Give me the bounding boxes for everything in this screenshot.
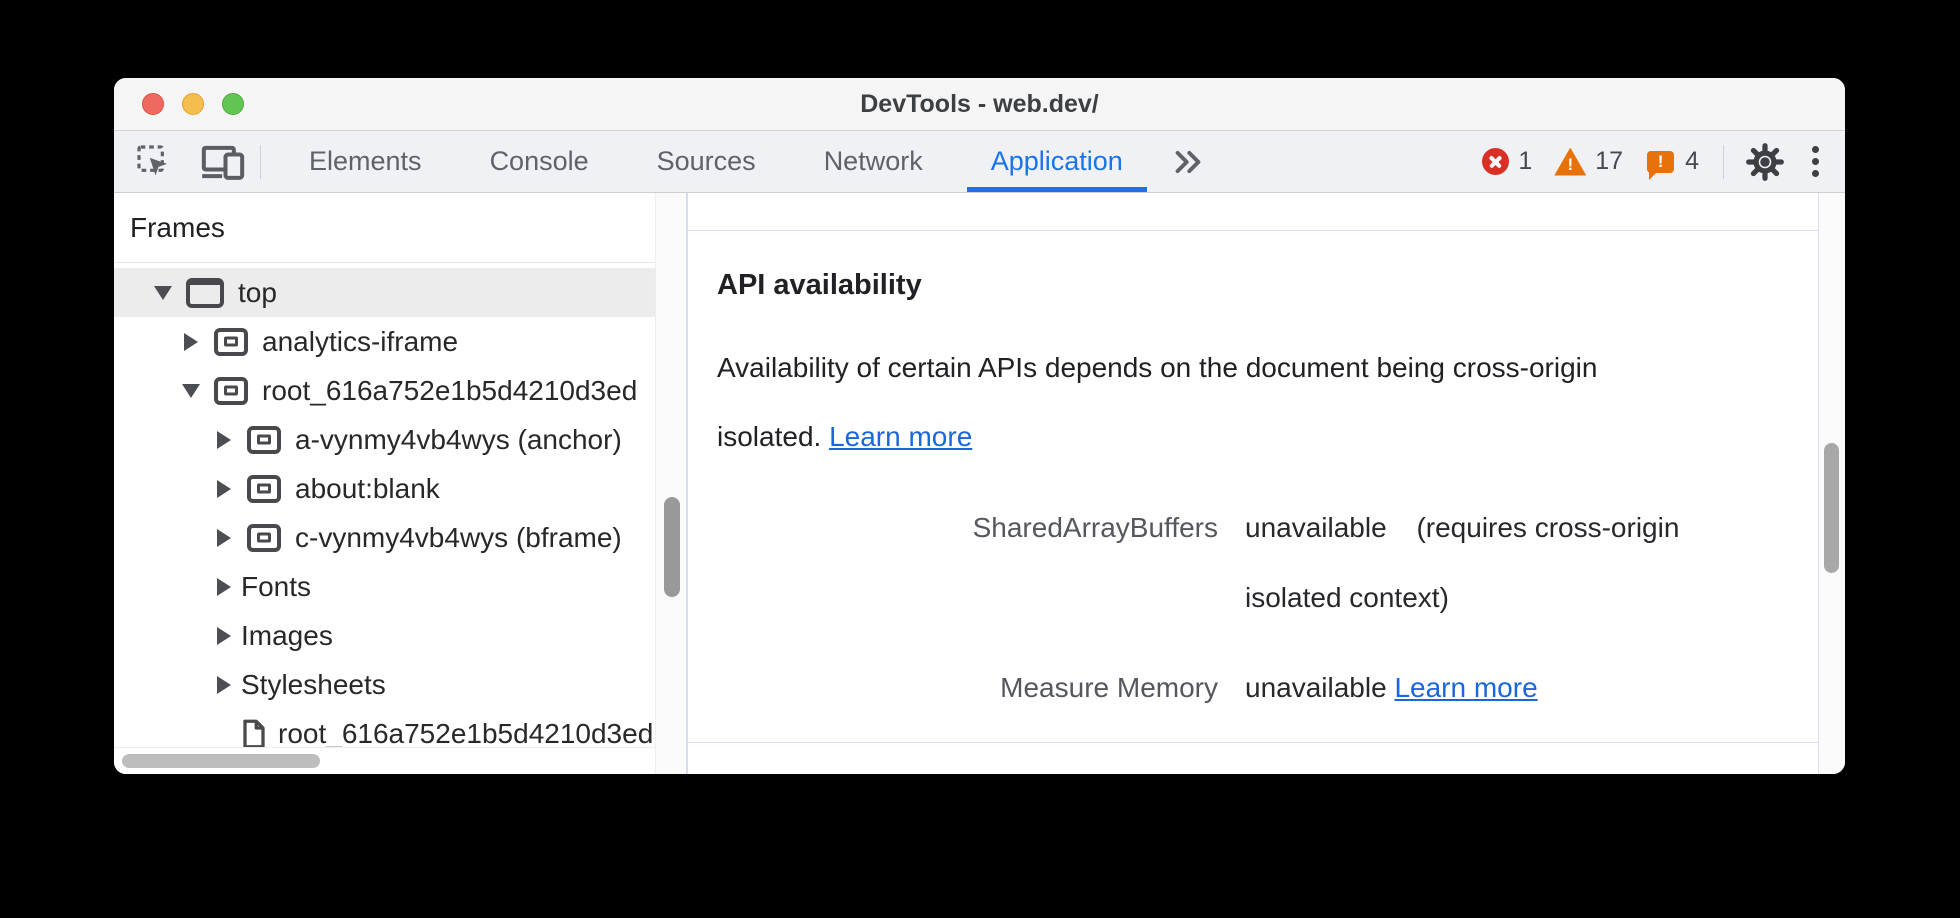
device-toolbar-icon[interactable] xyxy=(200,142,246,182)
chevron-down-icon[interactable] xyxy=(182,383,200,398)
api-row-value: unavailable Learn more xyxy=(1245,671,1538,705)
tree-row-label: about:blank xyxy=(295,472,440,504)
application-panel-content: API availability Availability of certain… xyxy=(688,193,1818,774)
tree-row-stylesheets[interactable]: Stylesheets xyxy=(114,660,655,709)
frame-icon xyxy=(186,277,224,308)
tree-row-label: analytics-iframe xyxy=(262,325,459,357)
tree-row-top[interactable]: top xyxy=(114,268,655,317)
tab-application[interactable]: Application xyxy=(957,131,1157,192)
content-right-border xyxy=(1818,193,1819,774)
description-line-1: Availability of certain APIs depends on … xyxy=(717,352,1598,383)
devtools-window: DevTools - web.dev/ Elements Console xyxy=(114,78,1845,774)
frames-sidebar: Frames top analytics-iframe root_616a752… xyxy=(114,193,655,774)
tree-row-about-blank[interactable]: about:blank xyxy=(114,464,655,513)
tab-console[interactable]: Console xyxy=(489,146,589,176)
iframe-icon xyxy=(214,327,248,356)
tree-row-anchor-frame[interactable]: a-vynmy4vb4wys (anchor) xyxy=(114,415,655,464)
error-icon[interactable] xyxy=(1482,148,1510,175)
warning-count[interactable]: 17 xyxy=(1595,147,1624,175)
devtools-toolbar: Elements Console Sources Network Applica… xyxy=(114,131,1845,193)
description-line-2: isolated. Learn more xyxy=(717,420,972,454)
close-window-button[interactable] xyxy=(142,93,164,115)
tree-row-root-frame[interactable]: root_616a752e1b5d4210d3ed xyxy=(114,366,655,415)
tab-elements[interactable]: Elements xyxy=(309,146,422,176)
titlebar: DevTools - web.dev/ xyxy=(114,78,1845,131)
tree-row-label: c-vynmy4vb4wys (bframe) xyxy=(295,521,622,553)
sidebar-scrollbar-track xyxy=(655,193,686,774)
availability-detail: (requires cross-origin xyxy=(1416,512,1680,543)
panel-splitter[interactable] xyxy=(686,193,688,774)
document-icon xyxy=(242,719,266,749)
chevron-right-icon[interactable] xyxy=(217,626,231,645)
tree-row-label: Stylesheets xyxy=(241,668,386,700)
error-count[interactable]: 1 xyxy=(1518,147,1533,175)
kebab-menu-icon[interactable] xyxy=(1812,146,1819,177)
chevron-right-icon[interactable] xyxy=(217,430,231,449)
minimize-window-button[interactable] xyxy=(182,93,204,115)
api-row-label: SharedArrayBuffers xyxy=(972,512,1218,543)
description-line-2-text: isolated. xyxy=(717,421,822,452)
section-title: API availability xyxy=(717,269,922,301)
learn-more-link[interactable]: Learn more xyxy=(829,421,973,452)
issues-count[interactable]: 4 xyxy=(1685,147,1699,175)
chevron-right-icon[interactable] xyxy=(184,332,198,351)
tree-row-fonts[interactable]: Fonts xyxy=(114,562,655,611)
tree-row-label: root_616a752e1b5d4210d3ed xyxy=(278,717,654,749)
main-scrollbar-track xyxy=(1819,193,1845,774)
api-row-label: Measure Memory xyxy=(1000,672,1218,703)
iframe-icon xyxy=(214,376,248,405)
availability-value: unavailable xyxy=(1245,672,1387,703)
more-tabs-icon[interactable] xyxy=(1157,131,1219,192)
tree-row-label: a-vynmy4vb4wys (anchor) xyxy=(295,423,622,455)
tab-sources[interactable]: Sources xyxy=(656,146,756,176)
tree-row-label: top xyxy=(238,276,277,308)
gear-icon[interactable] xyxy=(1744,141,1786,183)
tree-row-bframe[interactable]: c-vynmy4vb4wys (bframe) xyxy=(114,513,655,562)
toolbar-separator xyxy=(260,144,261,179)
chevron-right-icon[interactable] xyxy=(217,528,231,547)
horizontal-scrollbar xyxy=(114,747,655,774)
api-row-detail-wrap: isolated context) xyxy=(1245,582,1449,613)
chevron-down-icon[interactable] xyxy=(154,285,172,300)
tree-row-label: Fonts xyxy=(241,570,312,602)
tree-row-stylesheet-file[interactable]: root_616a752e1b5d4210d3ed xyxy=(114,709,655,748)
api-row-value: unavailable (requires cross-origin xyxy=(1245,511,1679,545)
issues-icon[interactable] xyxy=(1647,150,1675,180)
toolbar-separator xyxy=(1723,144,1724,179)
tree-row-label: root_616a752e1b5d4210d3ed xyxy=(262,374,638,406)
panel-tabs: Elements Console Sources Network Applica… xyxy=(275,131,1219,192)
sidebar-scrollbar-thumb[interactable] xyxy=(664,497,680,597)
chevron-right-icon[interactable] xyxy=(217,675,231,694)
tab-network[interactable]: Network xyxy=(823,146,923,176)
window-title: DevTools - web.dev/ xyxy=(860,90,1099,118)
main-scrollbar-thumb[interactable] xyxy=(1824,443,1839,573)
inspect-icon[interactable] xyxy=(134,142,174,182)
tree-row-images[interactable]: Images xyxy=(114,611,655,660)
availability-value: unavailable xyxy=(1245,512,1387,543)
toolbar-status-group: 1 17 4 xyxy=(1482,141,1819,183)
horizontal-scrollbar-thumb[interactable] xyxy=(122,754,320,768)
iframe-icon xyxy=(247,425,281,454)
chevron-right-icon[interactable] xyxy=(217,479,231,498)
warning-icon[interactable] xyxy=(1554,147,1587,176)
section-divider xyxy=(688,230,1818,231)
iframe-icon xyxy=(247,474,281,503)
chevron-right-icon[interactable] xyxy=(217,577,231,596)
iframe-icon xyxy=(247,523,281,552)
section-divider xyxy=(688,742,1818,743)
frames-tree: top analytics-iframe root_616a752e1b5d42… xyxy=(114,268,655,748)
tree-row-label: Images xyxy=(241,619,333,651)
learn-more-link[interactable]: Learn more xyxy=(1394,672,1538,703)
toolbar-icon-group xyxy=(134,131,246,192)
frames-header: Frames xyxy=(114,193,655,263)
zoom-window-button[interactable] xyxy=(222,93,244,115)
tree-row-analytics-iframe[interactable]: analytics-iframe xyxy=(114,317,655,366)
